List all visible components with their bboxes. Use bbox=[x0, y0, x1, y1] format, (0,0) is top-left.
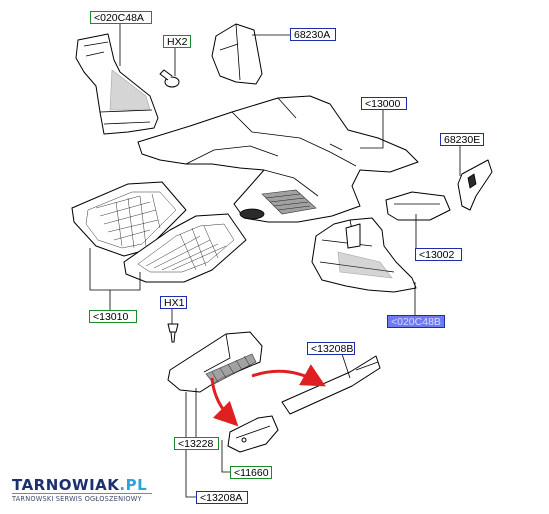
hx1-clip bbox=[167, 323, 179, 343]
logo-tagline: TARNOWSKI SERWIS OGŁOSZENIOWY bbox=[12, 495, 142, 503]
callout-top-left-part[interactable]: <020C48A bbox=[90, 11, 152, 24]
callout-sill-right[interactable]: <13208B bbox=[307, 342, 355, 355]
logo-divider bbox=[12, 493, 152, 494]
red-arrow-to-sill bbox=[251, 364, 326, 387]
front-right-mat bbox=[123, 213, 247, 283]
callout-top-right-part[interactable]: 68230A bbox=[290, 28, 336, 41]
callout-hx2-clip[interactable]: HX2 bbox=[163, 35, 191, 48]
right-vertical-trim bbox=[457, 159, 493, 211]
right-sill-strip bbox=[281, 355, 381, 415]
top-left-trim-panel bbox=[75, 33, 159, 135]
callout-hx1-clip[interactable]: HX1 bbox=[160, 296, 187, 309]
callout-right-arch-selected[interactable]: <020C48B bbox=[387, 315, 445, 328]
callout-sill-left[interactable]: <13208A bbox=[196, 491, 248, 504]
red-arrow-to-bracket bbox=[210, 377, 239, 427]
small-pad bbox=[385, 191, 451, 221]
callout-floor-mat[interactable]: <13000 bbox=[361, 97, 407, 110]
callout-right-trim[interactable]: 68230E bbox=[440, 133, 484, 146]
right-arch-panel bbox=[311, 217, 417, 293]
step-cover bbox=[167, 331, 263, 393]
callout-bracket[interactable]: <11660 bbox=[230, 466, 272, 479]
hx2-clip bbox=[159, 69, 180, 88]
top-right-trim bbox=[211, 23, 263, 85]
callout-small-pad[interactable]: <13002 bbox=[415, 248, 462, 261]
main-floor-mat bbox=[137, 95, 419, 223]
logo-name: TARNOWIAK.PL bbox=[12, 476, 147, 494]
logo-name-domain: .PL bbox=[119, 476, 148, 494]
logo-name-main: TARNOWIAK bbox=[12, 476, 120, 494]
tarnowiak-logo: TARNOWIAK.PL TARNOWSKI SERWIS OGŁOSZENIO… bbox=[8, 476, 158, 506]
bracket-part bbox=[227, 415, 279, 453]
callout-front-mats[interactable]: <13010 bbox=[89, 310, 137, 323]
callout-step-cover[interactable]: <13228 bbox=[174, 437, 219, 450]
